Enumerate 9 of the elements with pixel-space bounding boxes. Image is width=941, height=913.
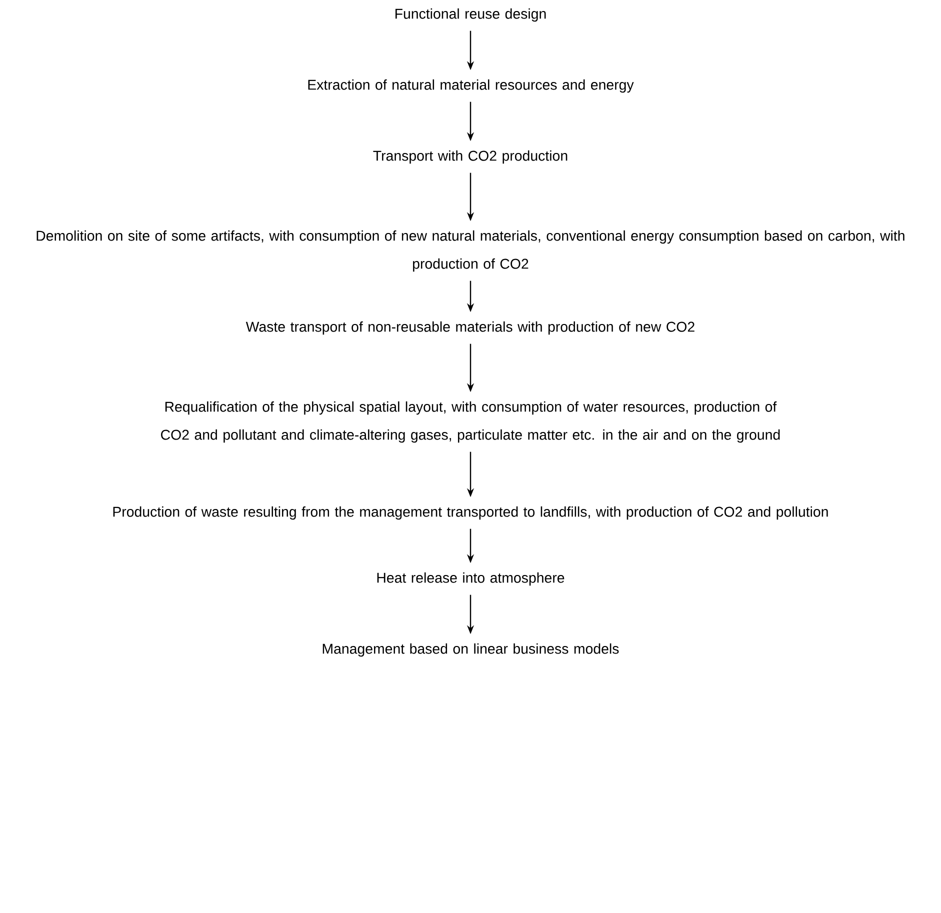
step-text: Production of waste resulting from the management transported to landfills, with production of CO2 and pollution xyxy=(113,506,828,520)
step-text: Heat release into atmosphere xyxy=(377,572,564,586)
step-text: Requalification of the physical spatial layout, with consumption of water resources, production of CO2 and pollutant and climate-altering gases, particulate matter etc. in the air and on the ground xyxy=(161,401,780,443)
step-text: Functional reuse design xyxy=(396,8,546,22)
step-text: Management based on linear business models xyxy=(322,643,619,657)
step-text: Transport with CO2 production xyxy=(373,150,568,164)
step-text: Waste transport of non-reusable materials with production of new CO2 xyxy=(246,321,694,335)
step-text: Demolition on site of some artifacts, with consumption of new natural materials, conventional energy consumption based on carbon, with production of CO2 xyxy=(36,230,904,272)
step-text: Extraction of natural material resources and energy xyxy=(308,79,634,93)
